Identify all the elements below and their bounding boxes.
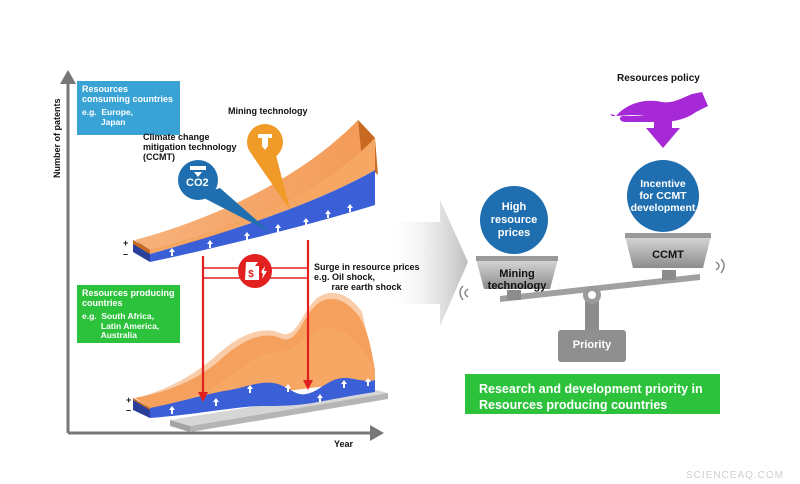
surge-label: Surge in resource prices e.g. Oil shock,…: [314, 262, 420, 292]
producing-example: e.g. South Africa, Latin America, Austra…: [82, 311, 160, 340]
y-axis-label: Number of patents: [52, 98, 62, 178]
high-resource-prices-circle: High resource prices: [480, 186, 548, 254]
transition-arrow: [385, 200, 468, 326]
priority-label: Priority: [572, 339, 612, 351]
svg-text:$: $: [248, 269, 254, 280]
money-icon: $: [238, 254, 272, 288]
policy-hand-icon: [610, 92, 708, 148]
producing-countries-box: Resources producing countries e.g. South…: [77, 285, 180, 343]
minus-sign-lower: –: [126, 405, 132, 415]
co2-label: CO2: [186, 177, 209, 189]
right-pan-label: CCMT: [652, 249, 684, 261]
x-axis: [68, 425, 384, 441]
y-axis: [60, 70, 76, 433]
x-axis-label: Year: [334, 439, 354, 449]
producing-title: Resources producing countries: [82, 288, 175, 308]
consuming-curve: [133, 120, 378, 262]
producing-curve: [133, 292, 375, 418]
consuming-countries-box: Resources consuming countries e.g. Europ…: [77, 81, 180, 135]
left-pan-label: Mining technology: [487, 268, 547, 292]
mining-pin: [247, 124, 290, 210]
ccmt-label: Climate change mitigation technology (CC…: [143, 132, 237, 162]
consuming-title: Resources consuming countries: [82, 84, 174, 104]
balance-scale: [459, 233, 725, 362]
resources-policy-label: Resources policy: [617, 73, 700, 84]
mining-technology-label: Mining technology: [228, 106, 308, 116]
watermark: SCIENCEAQ.COM: [686, 470, 785, 481]
ccmt-incentive-circle: Incentive for CCMT development: [627, 160, 699, 232]
ccmt-pin: [178, 160, 270, 232]
plus-sign-upper: +: [123, 238, 129, 248]
conclusion-banner: Research and development priority in Res…: [465, 374, 720, 414]
consuming-example: e.g. Europe, Japan: [82, 107, 134, 127]
plus-sign-lower: +: [126, 395, 132, 405]
minus-sign-upper: –: [123, 249, 129, 259]
